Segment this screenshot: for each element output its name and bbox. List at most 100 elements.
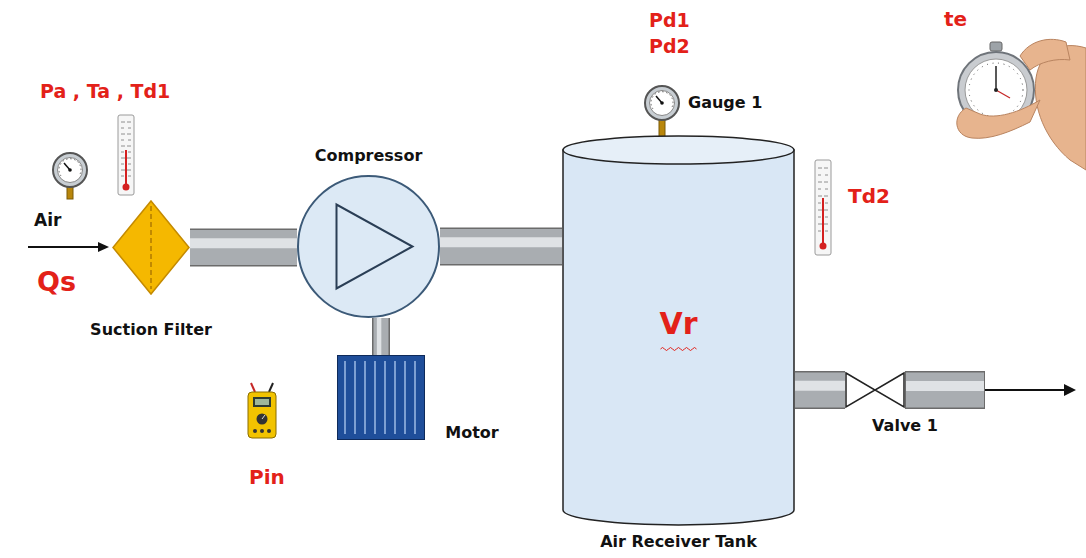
- label-slot: Pd2: [649, 36, 690, 58]
- air-pipe: [795, 381, 845, 391]
- measurement-symbol: Pd2: [649, 36, 690, 58]
- power-meter: [269, 383, 273, 392]
- air-inlet-arrow: [28, 242, 109, 252]
- thermometer: [822, 198, 824, 245]
- motor-shape: [394, 361, 396, 434]
- drive-shaft: [374, 318, 389, 355]
- label-slot: Air: [34, 211, 61, 231]
- volume-symbol: Vr: [659, 307, 697, 342]
- text-slot: Valve 1: [845, 416, 965, 435]
- motor-shape: [344, 361, 346, 434]
- thermometer: [118, 115, 134, 195]
- pressure-gauge: [659, 119, 665, 138]
- part-name: Air Receiver Tank: [600, 533, 757, 551]
- thermometer: [123, 184, 130, 191]
- thermometer: [820, 243, 827, 250]
- power-meter: [262, 415, 265, 419]
- label-slot: Qs: [37, 266, 76, 297]
- motor-shape: [414, 361, 416, 434]
- stopwatch-hand: [994, 88, 998, 92]
- stopwatch-hand: [969, 63, 1023, 117]
- drive-shaft: [372, 318, 390, 355]
- air-pipe: [795, 371, 845, 409]
- valve-shape: [846, 373, 875, 407]
- air-pipe: [190, 230, 297, 265]
- pressure-gauge: [53, 153, 87, 187]
- text-slot: Compressor: [277, 146, 460, 165]
- air-pipe: [440, 228, 562, 266]
- outlet-pipe: [905, 384, 1076, 396]
- air-pipe: [440, 237, 562, 247]
- stopwatch-hand: [996, 90, 1010, 98]
- air-inlet-arrow: [98, 242, 109, 252]
- drive-shaft: [379, 318, 381, 355]
- suction-filter-shape: [112, 200, 190, 295]
- pressure-gauge: [650, 91, 675, 116]
- measurement-symbol: Td2: [848, 185, 890, 208]
- compressor-shape: [298, 176, 439, 317]
- stopwatch-hand: [957, 100, 1040, 138]
- motor-shape: [338, 356, 425, 440]
- stopwatch-hand: [990, 42, 1002, 51]
- compressor-shape: [297, 175, 440, 318]
- outlet-pipe: [985, 389, 1066, 391]
- motor-shape: [354, 361, 356, 434]
- power-meter: [267, 429, 271, 433]
- motor-shape: [384, 361, 386, 434]
- air-pipe: [440, 229, 562, 264]
- pressure-gauge: [53, 153, 87, 199]
- power-meter: [248, 392, 276, 438]
- air-receiver-tank-shape: [563, 150, 794, 525]
- outlet-pipe: [905, 371, 985, 409]
- measurement-symbol: Pa , Ta , Td1: [40, 81, 170, 103]
- thermometer: [118, 115, 134, 195]
- pressure-gauge: [645, 86, 679, 138]
- text-slot: Vr: [562, 307, 795, 342]
- part-name: Motor: [445, 424, 498, 442]
- power-meter: [260, 429, 264, 433]
- stopwatch-hand: [1035, 46, 1086, 170]
- valve-shape: [875, 373, 904, 407]
- part-name: Compressor: [315, 147, 423, 165]
- suction-filter-shape: [150, 206, 152, 289]
- flow-label: Air: [34, 211, 61, 231]
- air-pipe: [190, 238, 297, 248]
- text-slot: Motor: [437, 423, 507, 442]
- power-meter: [253, 397, 271, 407]
- text-slot: Air Receiver Tank: [547, 532, 810, 551]
- outlet-pipe: [1064, 384, 1076, 396]
- outlet-pipe: [906, 373, 984, 408]
- text-slot: Suction Filter: [61, 320, 241, 339]
- outlet-pipe: [906, 381, 984, 391]
- air-receiver-tank: VrAir Receiver Tank: [562, 135, 795, 525]
- label-slot: Pin: [249, 466, 285, 489]
- thermometer: [818, 168, 822, 231]
- stopwatch-hand: [995, 66, 997, 90]
- air-pipe: [795, 373, 845, 408]
- valve: Valve 1: [845, 372, 905, 408]
- valve-shape: [845, 372, 905, 408]
- suction-filter-shape: [113, 201, 189, 294]
- thermometer: [121, 122, 125, 176]
- compressor-shape: [337, 205, 413, 289]
- pressure-gauge: [651, 92, 673, 109]
- thermometer: [125, 150, 127, 186]
- label-slot: Td2: [848, 185, 890, 208]
- measurement-symbol: Pin: [249, 466, 285, 489]
- instrument-name: Gauge 1: [688, 94, 762, 112]
- thermometer: [815, 160, 831, 255]
- air-pipe: [190, 243, 297, 247]
- air-pipe: [190, 229, 297, 267]
- motor-shape: [337, 355, 425, 440]
- air-pipe: [440, 242, 562, 246]
- power-meter: [255, 399, 269, 405]
- suction-filter: Suction Filter: [112, 200, 190, 295]
- part-name: Suction Filter: [90, 321, 212, 339]
- pressure-gauge: [645, 86, 679, 120]
- power-meter: [253, 429, 257, 433]
- air-inlet-arrow: [28, 246, 100, 248]
- stopwatch-hand: [1020, 39, 1070, 70]
- power-meter: [251, 383, 255, 392]
